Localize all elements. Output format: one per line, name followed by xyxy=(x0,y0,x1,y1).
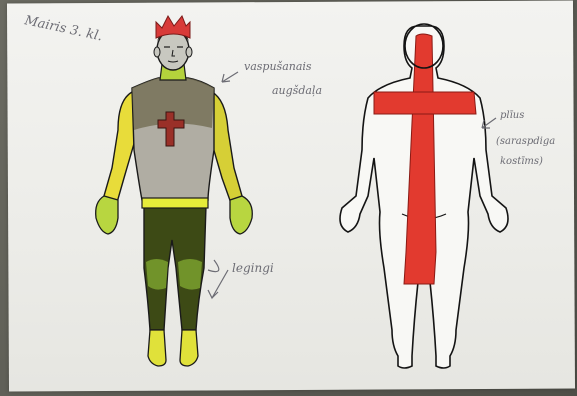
front-ear-left xyxy=(154,47,160,57)
arrow-leggings-lower xyxy=(208,270,228,298)
front-right-foot xyxy=(180,330,198,366)
author-label: Mairis 3. kl. xyxy=(22,13,103,44)
front-left-hand xyxy=(96,196,118,234)
front-knee-left xyxy=(146,259,168,290)
front-knee-right xyxy=(178,259,202,290)
back-label-line1: plīus xyxy=(500,110,524,121)
front-ear-right xyxy=(186,47,192,57)
front-belt xyxy=(142,198,208,208)
arrow-top-wear xyxy=(222,72,238,82)
back-cross-horizontal xyxy=(374,92,476,114)
front-left-foot xyxy=(148,330,166,366)
top-wear-label-line1: vaspušanais xyxy=(244,60,312,73)
front-right-hand xyxy=(230,196,252,234)
leggings-label: legingi xyxy=(232,261,274,275)
back-label-line3: kostīms) xyxy=(500,156,543,167)
back-label-line2: (saraspdiga xyxy=(496,136,555,147)
front-figure xyxy=(96,16,253,366)
arrow-leggings-upper xyxy=(208,260,219,272)
back-figure xyxy=(340,24,508,368)
top-wear-label-line2: augšdaļa xyxy=(272,84,322,97)
